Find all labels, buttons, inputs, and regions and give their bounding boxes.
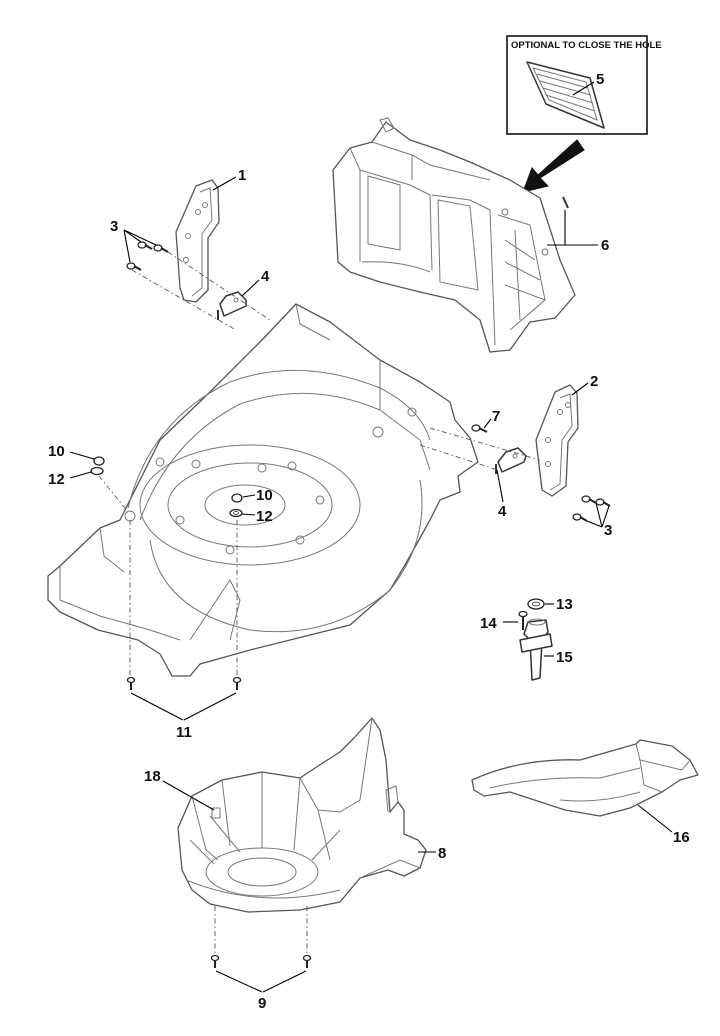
callout-4-top: 4 — [261, 268, 270, 285]
inset-caption: OPTIONAL TO CLOSE THE HOLE — [511, 40, 662, 51]
callout-8: 8 — [438, 845, 446, 862]
center-washer-part-12 — [229, 508, 243, 518]
callout-13: 13 — [556, 596, 573, 613]
center-nut-part-10 — [231, 493, 243, 503]
screws-part-3-right — [572, 495, 611, 522]
callout-11: 11 — [176, 724, 192, 741]
grass-deflector-part-16 — [471, 739, 699, 817]
callout-15: 15 — [556, 649, 573, 666]
optional-cover-inset: OPTIONAL TO CLOSE THE HOLE 5 — [506, 35, 662, 135]
washer-part-13 — [527, 598, 545, 610]
insert-arrow-icon — [522, 139, 585, 193]
left-washer-part-12 — [90, 466, 104, 476]
mower-deck — [47, 303, 479, 677]
screw-part-7 — [471, 424, 488, 433]
callout-3-right: 3 — [604, 522, 612, 539]
callout-7: 7 — [492, 408, 500, 425]
callout-14: 14 — [480, 615, 497, 632]
callout-16: 16 — [673, 829, 690, 846]
callout-5: 5 — [596, 71, 604, 88]
callout-12-left: 12 — [48, 471, 65, 488]
clip-part-4-left — [217, 291, 247, 320]
left-nut-part-10 — [93, 456, 105, 466]
hole-cover-part-5 — [526, 61, 605, 129]
left-height-bracket-part-1 — [175, 179, 220, 303]
screws-part-9 — [210, 954, 312, 968]
fan-housing-part-8 — [177, 717, 427, 913]
callout-3-left: 3 — [110, 218, 118, 235]
screw-part-14 — [518, 610, 528, 630]
bolts-part-11 — [126, 676, 242, 690]
right-height-bracket-part-2 — [535, 384, 579, 497]
callout-4-bottom: 4 — [498, 503, 507, 520]
rear-chute-housing-part-6 — [332, 117, 576, 353]
callout-12-center: 12 — [256, 508, 273, 525]
callout-10-left: 10 — [48, 443, 65, 460]
callout-2: 2 — [590, 373, 598, 390]
shaft-part-15 — [519, 618, 553, 681]
callout-6: 6 — [601, 237, 609, 254]
screws-part-3-left — [126, 241, 169, 271]
callout-18: 18 — [144, 768, 161, 785]
callout-9: 9 — [258, 995, 266, 1012]
callout-10-center: 10 — [256, 487, 273, 504]
callout-1: 1 — [238, 167, 246, 184]
